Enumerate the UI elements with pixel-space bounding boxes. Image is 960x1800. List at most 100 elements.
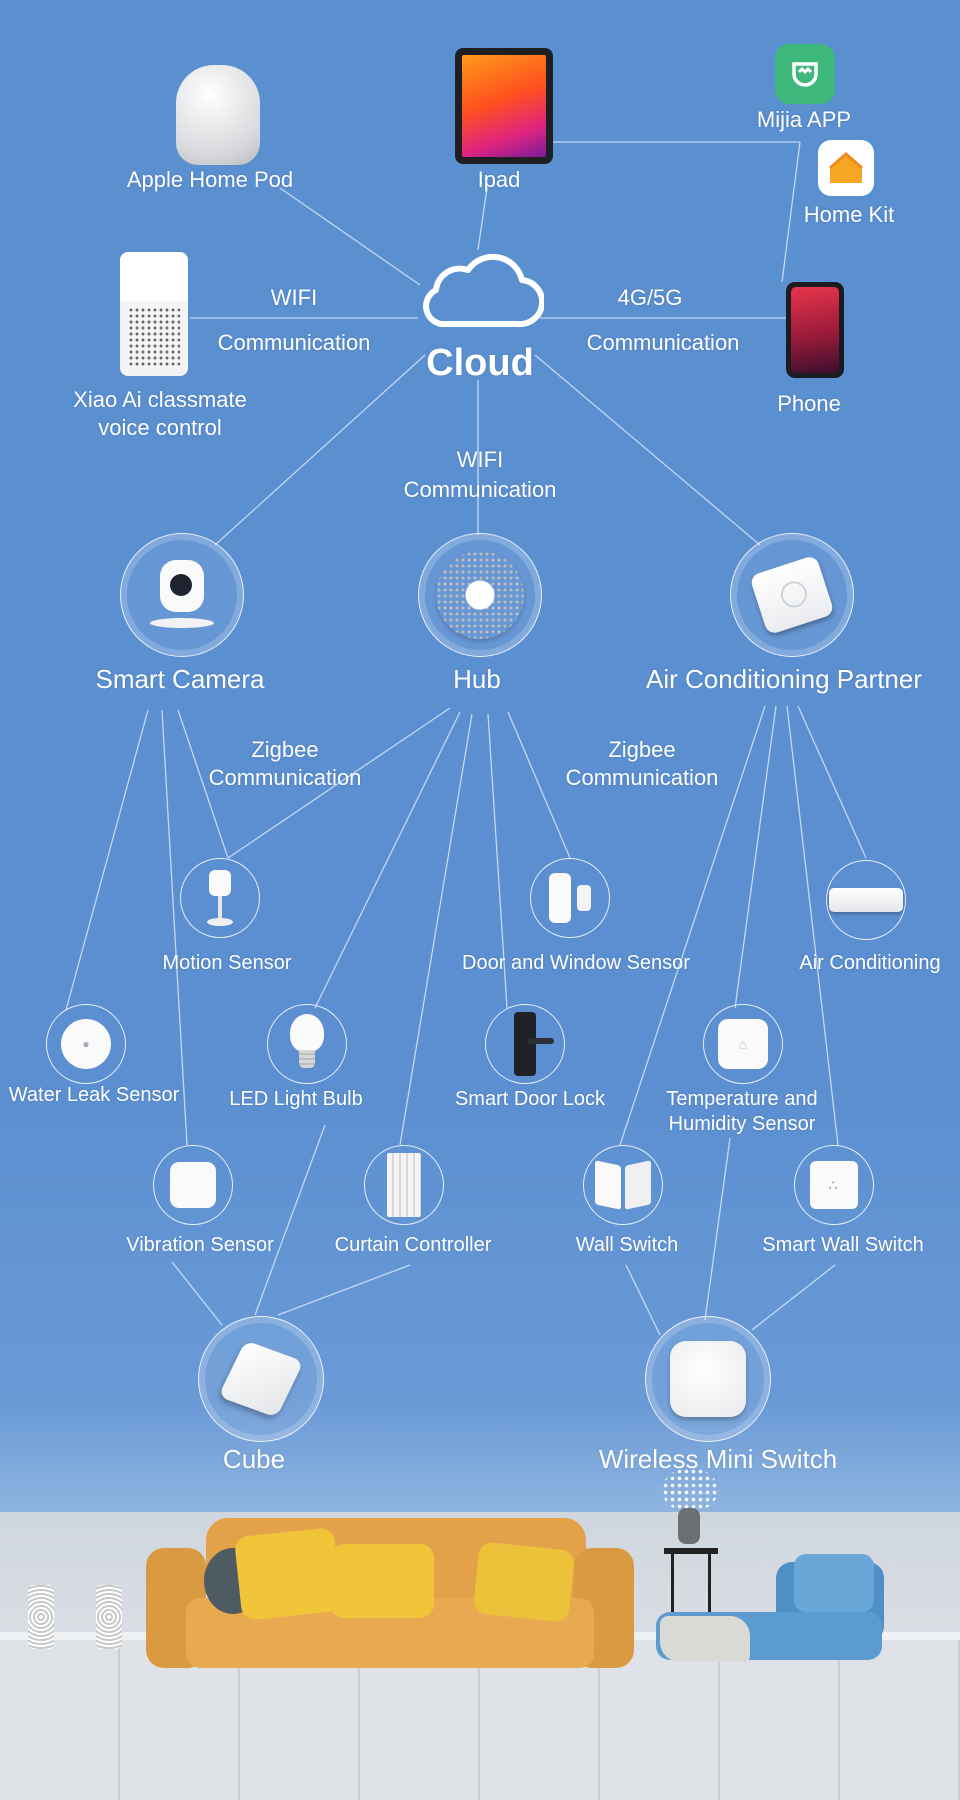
sofa [146, 1518, 634, 1676]
zigbee-left-text: Zigbee Communication [208, 737, 362, 790]
socket-holes [777, 578, 811, 611]
cloud-icon [423, 253, 544, 328]
plant-vase [678, 1508, 700, 1544]
curtain-label: Curtain Controller [334, 1234, 492, 1256]
door-lock-ring [485, 1004, 565, 1084]
hub-device [436, 551, 524, 639]
zigbee-left-label: Zigbee Communication [209, 736, 362, 791]
ipad-screen [462, 55, 546, 157]
line-curtain-cube [277, 1264, 411, 1316]
xiaoai-speaker-device [120, 252, 188, 376]
air-conditioning-label: Air Conditioning [799, 952, 941, 974]
air-conditioning-ring [826, 860, 906, 940]
line-homepod-cloud [279, 187, 421, 286]
homekit-label: Home Kit [803, 202, 895, 227]
table-leg [671, 1554, 711, 1648]
line-vibration-cube [171, 1261, 223, 1326]
wall-switch-left [595, 1160, 621, 1210]
mijia-app-label: Mijia APP [756, 107, 852, 132]
temp-humidity-device: ⌂ [718, 1019, 768, 1069]
homekit-app-icon [818, 140, 874, 196]
wifi-mid-comm-label: Communication [403, 477, 557, 502]
door-window-device [549, 873, 591, 923]
door-lock-device [514, 1012, 554, 1076]
smart-wall-switch-label: Smart Wall Switch [762, 1234, 924, 1256]
line-hub-led [314, 711, 461, 1009]
line-smartwall-mini [751, 1264, 836, 1331]
motion-head [209, 870, 231, 896]
outlet-icon: ∴ [828, 1176, 840, 1193]
pillow-yellow-3 [472, 1541, 576, 1623]
side-table [664, 1548, 718, 1654]
motion-sensor-ring [180, 858, 260, 938]
smart-wall-switch-device: ∴ [810, 1161, 858, 1209]
water-leak-label: Water Leak Sensor [8, 1084, 180, 1106]
cube-label: Cube [222, 1444, 286, 1474]
ipad-label: Ipad [477, 167, 521, 192]
mijia-logo-icon [792, 62, 818, 87]
vase-left [28, 1585, 54, 1649]
wifi-mid-label: WIFI [456, 447, 504, 472]
motion-sensor-device [205, 870, 235, 926]
line-ac-temp [734, 705, 777, 1009]
camera-base [150, 618, 214, 628]
line-ac-smartwall [786, 705, 839, 1146]
wifi-left-comm-label: Communication [217, 330, 371, 355]
bulb-glass [290, 1014, 324, 1052]
wall-switch-label: Wall Switch [575, 1234, 679, 1256]
xiaoai-label: Xiao Ai classmate voice control [73, 386, 247, 441]
line-cloud-acpartner [534, 354, 761, 546]
hub-ring [418, 533, 542, 657]
vase-right [96, 1585, 122, 1649]
line-camera-waterleak [65, 709, 149, 1011]
zigbee-right-label: Zigbee Communication [566, 736, 719, 791]
curtain-ring [364, 1145, 444, 1225]
line-wallswitch-mini [625, 1264, 661, 1336]
door-window-ring [530, 858, 610, 938]
homepod-label: Apple Home Pod [126, 167, 294, 192]
line-mijia-phone [781, 141, 801, 283]
door-lock-label: Smart Door Lock [454, 1088, 606, 1110]
vibration-device [170, 1162, 216, 1208]
chaise-pillow [794, 1554, 874, 1612]
wifi-left-label: WIFI [270, 285, 318, 310]
lock-handle [528, 1038, 554, 1044]
pillow-yellow-2 [330, 1544, 434, 1618]
ipad-device [455, 48, 553, 164]
wall-switch-ring [583, 1145, 663, 1225]
speaker-grille [128, 307, 180, 367]
bulb-base [299, 1050, 315, 1068]
plant-flowers [662, 1468, 718, 1512]
line-camera-motion [177, 709, 229, 859]
cell-right-comm-label: Communication [586, 330, 740, 355]
water-drop-icon: ● [82, 1037, 90, 1051]
homepod-device [176, 65, 260, 165]
line-ac-aircon [797, 705, 867, 859]
phone-screen [791, 287, 839, 373]
phone-device [786, 282, 844, 378]
led-bulb-device [290, 1014, 324, 1074]
motion-foot [207, 918, 233, 926]
line-camera-vibration [161, 709, 188, 1146]
smart-camera-label: Smart Camera [95, 664, 265, 694]
zigbee-right-text: Zigbee Communication [565, 737, 719, 790]
temp-humidity-label: Temperature and Humidity Sensor [666, 1087, 817, 1137]
mini-switch-ring [645, 1316, 771, 1442]
line-hub-door [507, 711, 571, 859]
vibration-ring [153, 1145, 233, 1225]
air-conditioning-device [829, 888, 903, 912]
temp-humidity-text: Temperature and Humidity Sensor [666, 1088, 818, 1135]
cloud-label: Cloud [426, 342, 534, 384]
line-cloud-camera [214, 354, 426, 546]
motion-sensor-label: Motion Sensor [162, 952, 292, 974]
temp-humidity-ring: ⌂ [703, 1004, 783, 1084]
door-window-label: Door and Window Sensor [462, 952, 690, 974]
smart-wall-switch-ring: ∴ [794, 1145, 874, 1225]
wall-switch-device [595, 1160, 651, 1210]
water-leak-ring: ● [46, 1004, 126, 1084]
chaise-lounge [656, 1554, 888, 1672]
cube-device [218, 1340, 304, 1418]
led-bulb-ring [267, 1004, 347, 1084]
thermometer-icon: ⌂ [738, 1036, 748, 1052]
